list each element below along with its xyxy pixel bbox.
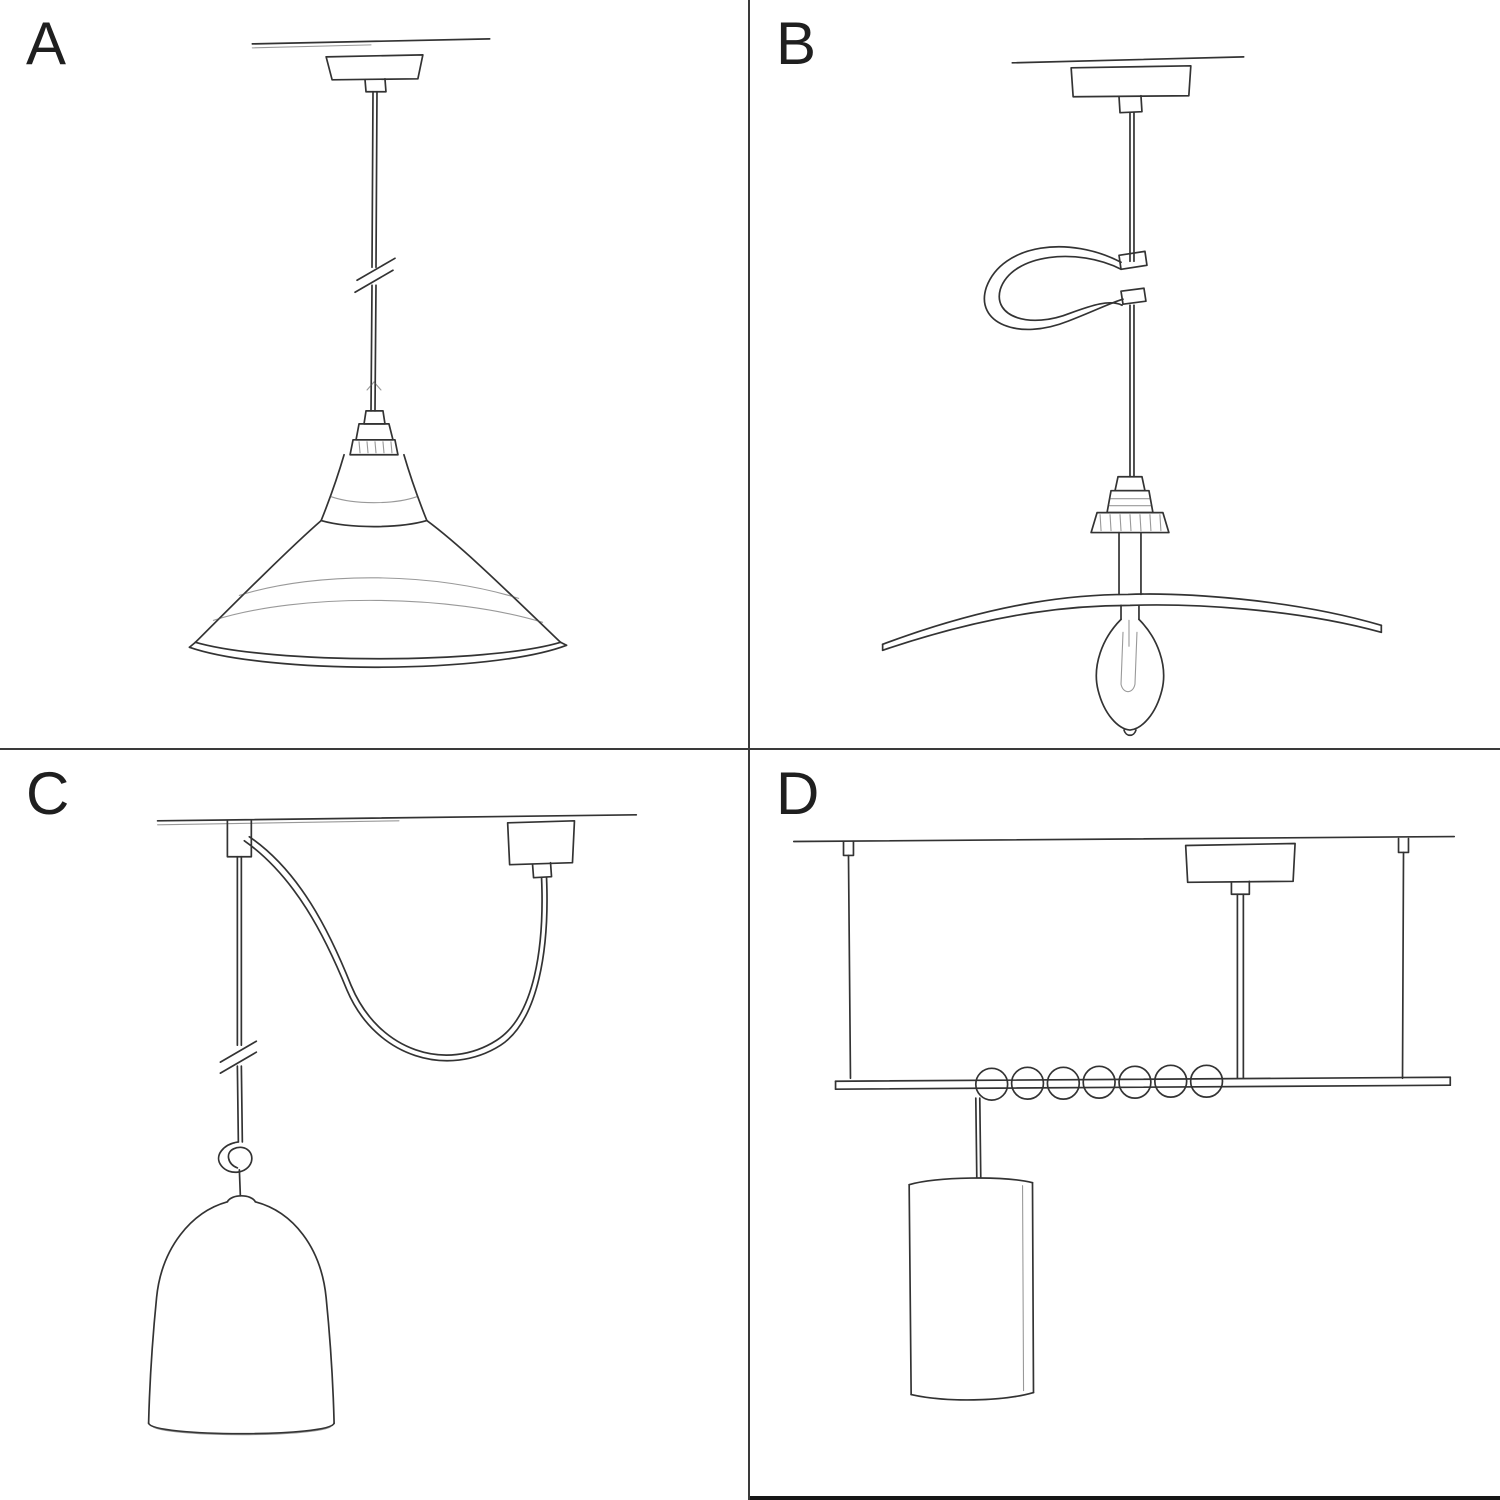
panel-b-label: B — [776, 10, 818, 77]
flat-plate-shade-pendant-with-cable-hook-and-bulb-sketch — [881, 56, 1383, 737]
panel-a-label: A — [26, 10, 68, 77]
suspended-bar-coiled-cable-cylinder-pendant-sketch — [792, 835, 1456, 1401]
panel-d-label: D — [776, 760, 821, 827]
panel-c: C — [0, 750, 750, 1500]
panel-c-label: C — [26, 760, 71, 827]
panel-a: A — [0, 0, 750, 750]
panel-b: B — [750, 0, 1500, 750]
industrial-bowl-shade-pendant-sketch — [188, 38, 568, 669]
swag-cable-bell-shade-pendant-with-knot-sketch — [147, 813, 638, 1436]
panel-d: D — [750, 750, 1500, 1500]
